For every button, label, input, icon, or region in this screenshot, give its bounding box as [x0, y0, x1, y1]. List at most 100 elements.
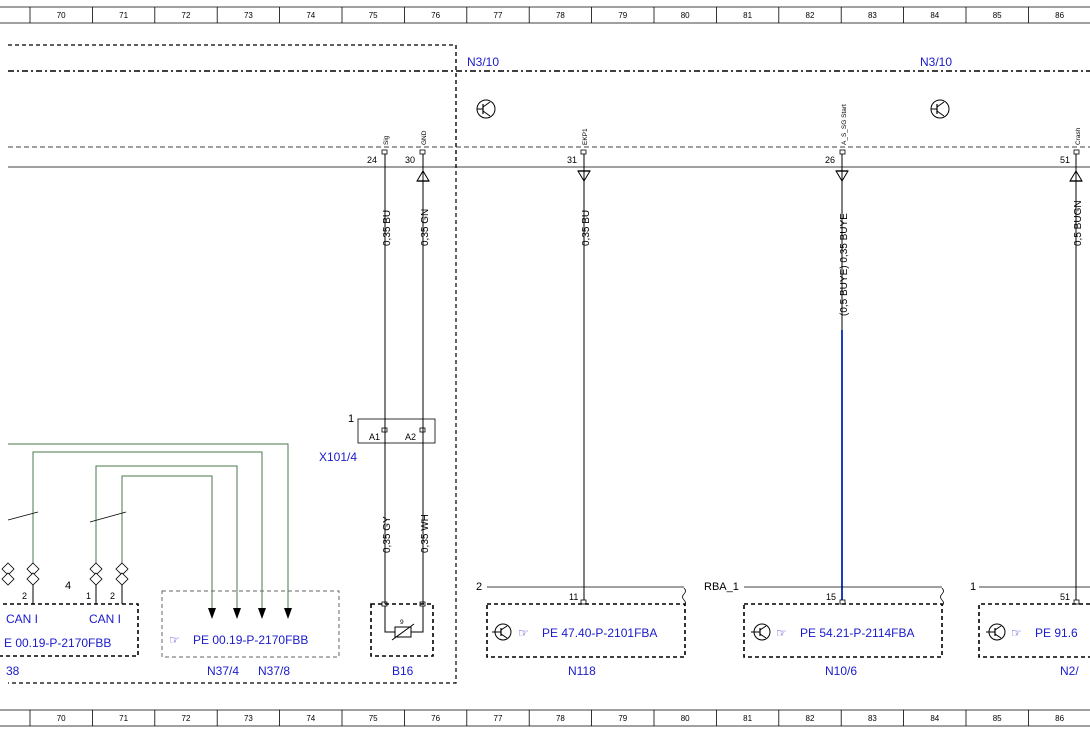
pin-number: 30 — [405, 155, 415, 165]
wire-label-gy: 0,35 GY — [382, 516, 393, 553]
wire-label-crash: 0,5 BUGN — [1073, 200, 1084, 246]
ruler-column-label: 74 — [306, 11, 315, 20]
transistor-icon — [986, 623, 1006, 641]
ruler-column-label: 70 — [57, 714, 66, 723]
n10-6-unit: RBA_1 15 ☞ PE 54.21-P-2114FBA — [704, 581, 944, 658]
connector-pin-count: 1 — [348, 413, 354, 425]
hand-icon: ☞ — [1011, 626, 1022, 640]
component-label-n118: N118 — [568, 664, 596, 678]
wires — [384, 154, 1077, 604]
wire-label-ekp: 0,35 BU — [581, 210, 592, 246]
ruler-column-label: 77 — [494, 714, 503, 723]
switch-lines — [7, 511, 127, 523]
reference-link[interactable]: PE 91.6 — [1035, 626, 1078, 640]
connector-x101-4: 1 A1 A2 — [348, 413, 436, 444]
ruler-column-label: 70 — [57, 11, 66, 20]
ruler-column-label: 75 — [369, 11, 378, 20]
n2-unit: 1 51 ☞ PE 91.6 — [970, 581, 1090, 658]
hand-icon: ☞ — [776, 626, 787, 640]
ruler-column-label: 76 — [431, 714, 440, 723]
ruler-column-label: 85 — [993, 11, 1002, 20]
ruler-column-label: 83 — [868, 714, 877, 723]
ruler-column-label: 79 — [618, 714, 627, 723]
ruler-column-label: 73 — [244, 714, 253, 723]
wire-label-sig: 0,35 BU — [382, 210, 393, 246]
can-lines — [32, 585, 123, 604]
pin-label: 2 — [110, 591, 115, 601]
connector-number: 1 — [970, 581, 976, 593]
ruler-column-label: 72 — [182, 714, 191, 723]
ruler-column-label: 71 — [119, 11, 128, 20]
can-label: CAN I — [6, 612, 38, 626]
pin-24: 24 Sig — [367, 135, 390, 165]
component-label-n37-4: N37/4 — [207, 664, 239, 678]
can-connector-icon — [1, 562, 129, 586]
ruler-column-label: 81 — [743, 11, 752, 20]
ruler-column-label: 82 — [806, 714, 815, 723]
pin-label: 11 — [569, 592, 578, 602]
can-label: CAN I — [89, 612, 121, 626]
ruler-column-label: 80 — [681, 714, 690, 723]
ruler-column-label: 80 — [681, 11, 690, 20]
pin-number: 24 — [367, 155, 377, 165]
component-label-n37-8: N37/8 — [258, 664, 290, 678]
transistor-icon — [476, 99, 496, 119]
ruler-column-label: 78 — [556, 714, 565, 723]
reference-link[interactable]: PE 00.19-P-2170FBB — [193, 633, 308, 647]
can-wiring — [8, 443, 289, 608]
pin-30: 30 GND — [405, 130, 428, 165]
ruler-column-label: 74 — [306, 714, 315, 723]
pin-label: 15 — [826, 592, 836, 602]
pin-number: 26 — [825, 155, 835, 165]
ruler-column-label: 84 — [930, 714, 939, 723]
pin-signal: Sig — [383, 135, 390, 145]
n37-box: ☞ PE 00.19-P-2170FBB — [161, 590, 340, 658]
wire-label-start: (0,5 BUYE) 0,35 BUYE — [839, 213, 850, 316]
ruler-column-label: 79 — [618, 11, 627, 20]
pin-signal: EKP1 — [582, 128, 589, 145]
reference-link[interactable]: E 00.19-P-2170FBB — [4, 636, 111, 650]
ruler-column-label: 73 — [244, 11, 253, 20]
module-boundaries — [8, 44, 1090, 684]
pin-signal: Crash — [1075, 127, 1082, 145]
connector-pin-a1: A1 — [369, 432, 380, 442]
wire-label-wh: 0,35 WH — [420, 514, 431, 553]
hand-icon: ☞ — [169, 633, 180, 647]
ruler-column-label: 84 — [930, 11, 939, 20]
b16-sensor: 9 — [370, 601, 434, 657]
ruler-column-label: 76 — [431, 11, 440, 20]
transistor-icon — [751, 623, 771, 641]
pin-signal: GND — [421, 130, 428, 145]
pin-26: 26 A_S_SG Start — [825, 104, 848, 165]
hand-icon: ☞ — [518, 626, 529, 640]
pin-label: 51 — [1060, 592, 1070, 602]
component-label-n2: N2/ — [1060, 664, 1079, 678]
ruler-column-label: 77 — [494, 11, 503, 20]
ruler-column-label: 78 — [556, 11, 565, 20]
reference-link[interactable]: PE 47.40-P-2101FBA — [542, 626, 657, 640]
ruler-column-label: 82 — [806, 11, 815, 20]
component-label-n10-6: N10/6 — [825, 664, 857, 678]
pin-number: 51 — [1060, 155, 1070, 165]
ruler-column-label: 75 — [369, 714, 378, 723]
arrow-down-icon — [208, 608, 292, 619]
ruler-column-label: 86 — [1055, 714, 1064, 723]
ruler-column-label: 85 — [993, 714, 1002, 723]
connector-number: RBA_1 — [704, 581, 739, 593]
ruler-column-label: 71 — [119, 714, 128, 723]
connector-pin-a2: A2 — [405, 432, 416, 442]
reference-link[interactable]: PE 54.21-P-2114FBA — [800, 626, 915, 640]
connector-number: 4 — [65, 580, 71, 592]
wire-label-gnd: 0,35 GN — [420, 209, 431, 246]
pin-signal: A_S_SG Start — [841, 104, 848, 145]
pin-31: 31 EKP1 — [567, 128, 589, 165]
pin-number: 31 — [567, 155, 577, 165]
ruler-column-label: 86 — [1055, 11, 1064, 20]
left-control-unit: 2 1 2 4 CAN I CAN I E 00.19-P-2170FBB — [0, 580, 139, 657]
module-label-n3-10-right: N3/10 — [920, 55, 952, 69]
component-label-b16: B16 — [392, 664, 414, 678]
pin-label: 1 — [86, 591, 91, 601]
ruler-column-label: 83 — [868, 11, 877, 20]
